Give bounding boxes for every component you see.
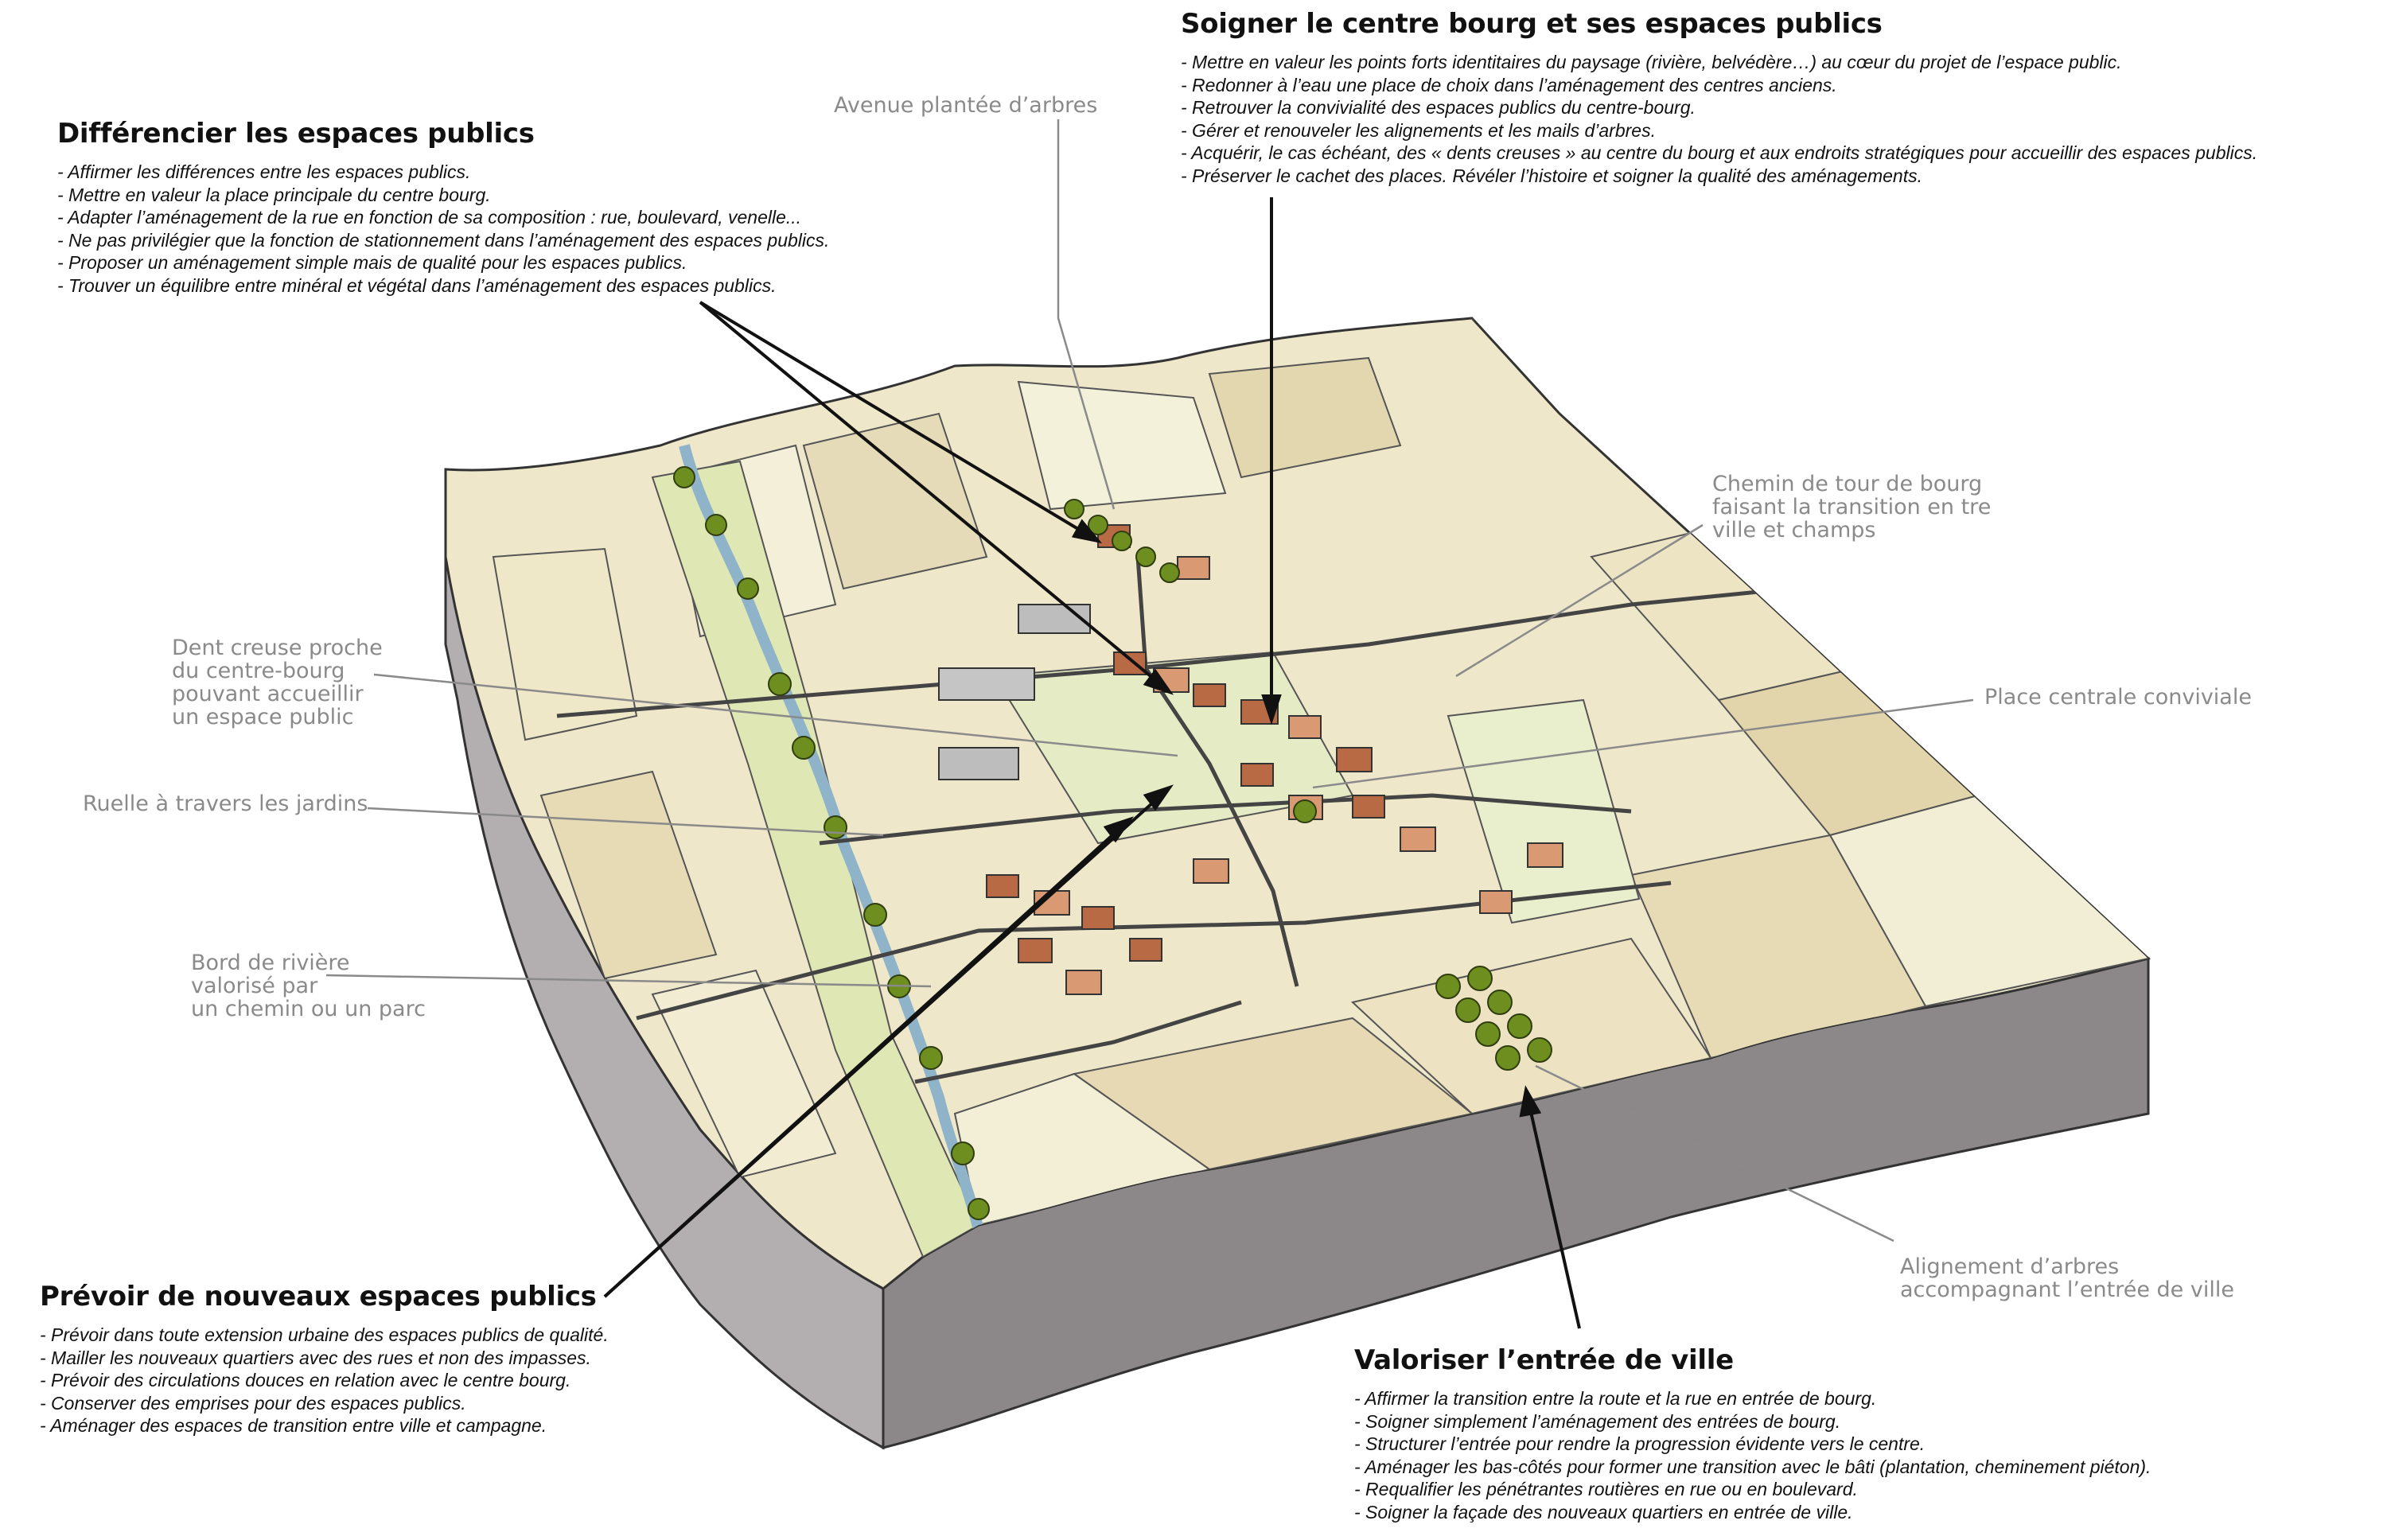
label-line: accompagnant l’entrée de ville xyxy=(1900,1278,2234,1302)
block-soigner: Soigner le centre bourg et ses espaces p… xyxy=(1181,8,2257,187)
arrow-head xyxy=(1143,784,1174,811)
label-avenue: Avenue plantée d’arbres xyxy=(834,94,1097,117)
bullet-item: - Proposer un aménagement simple mais de… xyxy=(57,252,687,273)
block-title: Valoriser l’entrée de ville xyxy=(1354,1344,1734,1376)
bullet-list: - Affirmer les différences entre les esp… xyxy=(57,161,829,297)
leader-place-centrale xyxy=(1312,698,1974,789)
arrow-head xyxy=(1519,1085,1542,1118)
bullet-item: - Prévoir des circulations douces en rel… xyxy=(40,1370,571,1390)
leader-ruelle xyxy=(367,807,884,837)
label-line: pouvant accueillir xyxy=(172,682,364,706)
field-parcel xyxy=(1017,380,1227,511)
bullet-item: - Conserver des emprises pour des espace… xyxy=(40,1392,466,1414)
bullet-item: - Mettre en valeur la place principale d… xyxy=(57,184,491,205)
label-line: Place centrale conviviale xyxy=(1984,685,2252,710)
field-parcel xyxy=(1630,834,1927,1060)
trees xyxy=(673,466,1552,1220)
bullet-item: - Prévoir dans toute extension urbaine d… xyxy=(40,1324,609,1345)
arrow-head xyxy=(1143,668,1174,695)
arrow-head xyxy=(1103,816,1135,843)
bullet-item: - Adapter l’aménagement de la rue en fon… xyxy=(57,207,802,228)
bullet-item: - Mailler les nouveaux quartiers avec de… xyxy=(40,1347,591,1368)
roads xyxy=(556,556,1950,1084)
block-title: Soigner le centre bourg et ses espaces p… xyxy=(1181,8,1883,40)
label-line: ville et champs xyxy=(1712,518,1876,542)
bullet-item: - Affirmer la transition entre la route … xyxy=(1354,1388,1877,1409)
arrow-head xyxy=(1261,694,1282,725)
label-line: Bord de rivière xyxy=(191,951,350,975)
river xyxy=(679,444,992,1274)
label-bord-riviere: Bord de rivière valorisé par un chemin o… xyxy=(191,951,426,1021)
bullet-list: - Affirmer la transition entre la route … xyxy=(1354,1387,2151,1523)
label-alignement: Alignement d’arbres accompagnant l’entré… xyxy=(1900,1255,2234,1301)
bullet-item: - Soigner simplement l’aménagement des e… xyxy=(1354,1410,1841,1432)
bullet-item: - Redonner à l’eau une place de choix da… xyxy=(1181,74,1837,95)
field-parcel xyxy=(1208,356,1402,479)
block-differencier: Différencier les espaces publics - Affir… xyxy=(57,118,829,297)
label-line: Ruelle à travers les jardins xyxy=(83,791,368,816)
label-ruelle: Ruelle à travers les jardins xyxy=(83,792,368,815)
bullet-item: - Aménager les bas-côtés pour former une… xyxy=(1354,1456,2151,1477)
label-line: faisant la transition en tre xyxy=(1712,495,1992,519)
bullet-item: - Mettre en valeur les points forts iden… xyxy=(1181,52,2122,72)
label-line: du centre-bourg xyxy=(172,659,345,683)
label-line: valorisé par xyxy=(191,974,318,998)
field-parcel xyxy=(802,412,988,590)
block-title: Différencier les espaces publics xyxy=(57,118,535,150)
bullet-item: - Affirmer les différences entre les esp… xyxy=(57,161,471,182)
leader-chemin-tour xyxy=(1455,523,1704,678)
label-line: Dent creuse proche xyxy=(172,636,383,660)
label-line: Chemin de tour de bourg xyxy=(1712,472,1983,496)
arrow-differencier-2 xyxy=(699,301,1171,694)
arrow-valoriser xyxy=(1526,1097,1581,1329)
green-strip xyxy=(1447,698,1641,924)
block-title: Prévoir de nouveaux espaces publics xyxy=(40,1281,597,1312)
leader-lines xyxy=(325,119,1974,1242)
label-line: un espace public xyxy=(172,705,354,729)
annotation-arrows xyxy=(603,197,1581,1329)
bullet-item: - Gérer et renouveler les alignements et… xyxy=(1181,119,1656,141)
leader-dent-creuse xyxy=(373,673,1178,757)
block-prevoir: Prévoir de nouveaux espaces publics - Pr… xyxy=(40,1281,609,1437)
label-chemin-tour: Chemin de tour de bourg faisant la trans… xyxy=(1712,472,1991,542)
bullet-item: - Trouver un équilibre entre minéral et … xyxy=(57,274,777,296)
bullet-item: - Soigner la façade des nouveaux quartie… xyxy=(1354,1501,1853,1522)
arrow-prevoir-2 xyxy=(603,818,1131,1298)
label-line: un chemin ou un parc xyxy=(191,997,426,1021)
bullet-item: - Aménager des espaces de transition ent… xyxy=(40,1415,547,1436)
block-top xyxy=(444,317,2151,1290)
label-line: Alignement d’arbres xyxy=(1900,1254,2120,1279)
field-parcel xyxy=(539,770,718,980)
bullet-item: - Préserver le cachet des places. Révéle… xyxy=(1181,165,1922,186)
field-parcel xyxy=(651,969,837,1179)
label-place-centrale: Place centrale conviviale xyxy=(1984,686,2252,709)
bullet-item: - Acquérir, le cas échéant, des « dents … xyxy=(1181,142,2258,163)
bullet-list: - Prévoir dans toute extension urbaine d… xyxy=(40,1324,609,1437)
bullet-item: - Structurer l’entrée pour rendre la pro… xyxy=(1354,1433,1926,1454)
leader-bord-riviere xyxy=(325,974,932,988)
label-line: Avenue plantée d’arbres xyxy=(834,93,1098,118)
label-dent-creuse: Dent creuse proche du centre-bourg pouva… xyxy=(172,636,383,729)
block-valoriser: Valoriser l’entrée de ville - Affirmer l… xyxy=(1354,1344,2151,1523)
bullet-list: - Mettre en valeur les points forts iden… xyxy=(1181,51,2257,187)
bullet-item: - Requalifier les pénétrantes routières … xyxy=(1354,1479,1858,1499)
bullet-item: - Ne pas privilégier que la fonction de … xyxy=(57,229,830,251)
arrow-head xyxy=(1071,519,1103,544)
arrow-differencier-1 xyxy=(699,301,1100,542)
leader-avenue xyxy=(1057,119,1116,510)
leader-alignement xyxy=(1535,1064,1894,1242)
field-parcel xyxy=(492,547,638,741)
bullet-item: - Retrouver la convivialité des espaces … xyxy=(1181,97,1696,118)
